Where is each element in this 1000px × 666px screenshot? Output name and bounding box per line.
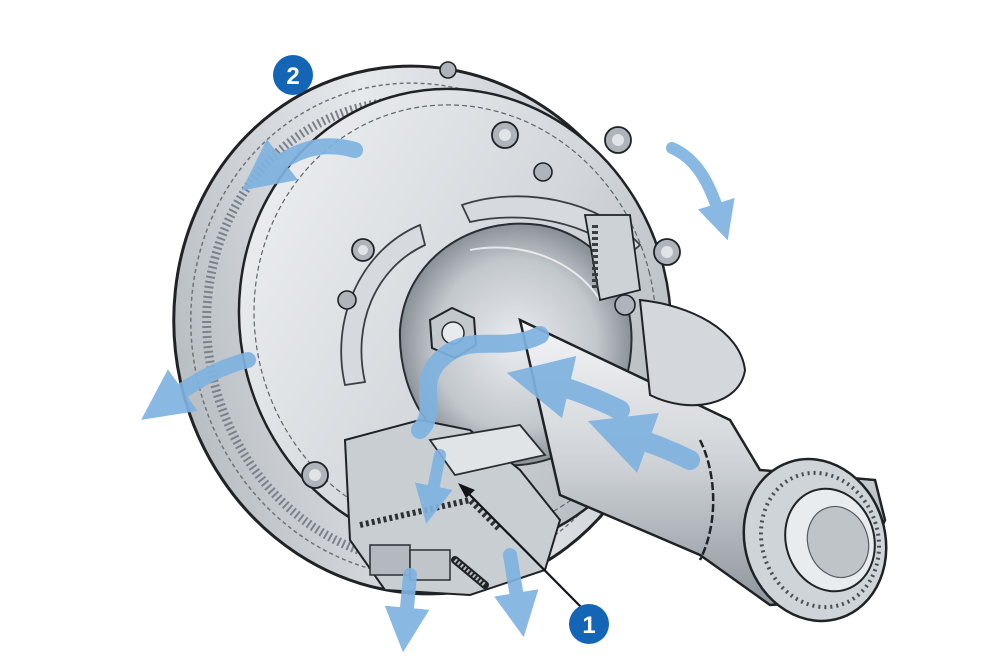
bolt-icon: [653, 238, 681, 266]
callout-2-label: 2: [286, 63, 299, 90]
arc-slots: [340, 195, 642, 387]
bolt-icon: [533, 162, 553, 182]
cutaway-gear-section: [343, 418, 562, 597]
numbered-callout-icon: [273, 55, 313, 95]
shaft-end-coupling: [742, 457, 888, 623]
airflow-arrow-icon: [494, 548, 539, 638]
airflow-arrow-icon: [587, 412, 700, 474]
bolt-icon: [604, 126, 632, 154]
airflow-arrow-icon: [414, 449, 453, 524]
airflow-arrow-icon: [384, 568, 430, 653]
airflow-arrow-icon: [506, 355, 630, 420]
bolt-icon: [491, 121, 519, 149]
airflow-arrow-icon: [411, 326, 549, 439]
airflow-arrow-icon: [141, 352, 256, 420]
bolt-icon: [337, 290, 357, 310]
airflow-arrow-icon: [666, 142, 735, 241]
bleed-screw: [451, 556, 489, 589]
callout-1-leader: [458, 483, 583, 609]
callout-1-label: 1: [582, 612, 595, 639]
bolt-icon: [301, 461, 329, 489]
bolt-icon: [351, 238, 375, 262]
bolt-icon: [614, 294, 636, 316]
cutaway-upper-teeth: [583, 214, 641, 302]
callout-1-badge: 1: [569, 604, 609, 644]
flange-bolts: [301, 61, 681, 489]
bolt-icon: [439, 61, 457, 79]
numbered-callout-icon: [569, 604, 609, 644]
callout-2-badge: 2: [273, 55, 313, 95]
airflow-arrow-icon: [241, 138, 363, 191]
airflow-arrows: [141, 138, 735, 653]
